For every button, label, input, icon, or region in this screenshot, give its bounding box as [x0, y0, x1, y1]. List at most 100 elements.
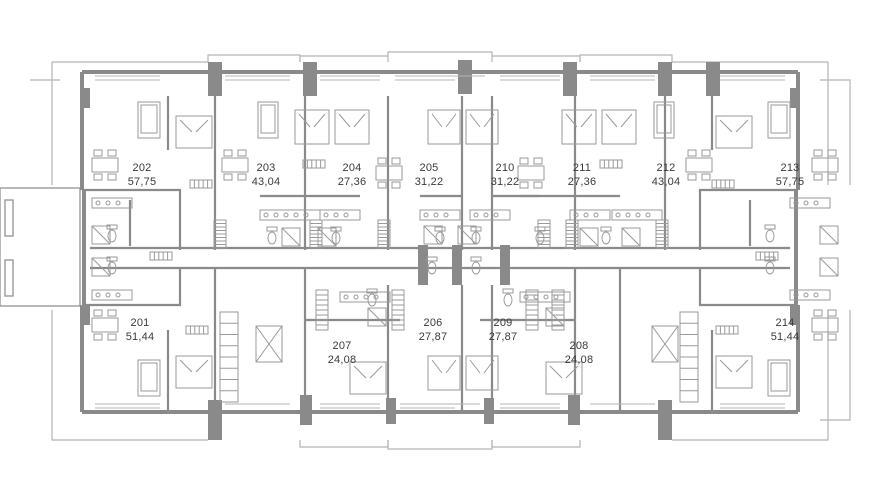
- burner: [533, 294, 539, 300]
- burner: [793, 200, 799, 206]
- chair: [701, 149, 711, 157]
- burner: [323, 212, 329, 218]
- chair: [223, 149, 233, 157]
- left-annex: [0, 187, 81, 307]
- chair: [519, 157, 529, 165]
- dining-table-icon: [685, 157, 713, 173]
- shower-tray: [819, 225, 839, 245]
- bed-icon: [715, 355, 753, 389]
- toilet-tank: [434, 226, 446, 232]
- sofa-icon: [653, 101, 675, 139]
- burner: [473, 212, 479, 218]
- apartment-number: 213: [780, 162, 800, 174]
- apartment-label-206: 206 27,87: [403, 316, 463, 344]
- radiator-icon: [189, 179, 213, 189]
- toilet-icon: [427, 261, 437, 275]
- burner: [573, 212, 579, 218]
- toilet-icon: [765, 229, 775, 243]
- sofa-cushion: [770, 362, 788, 392]
- apartment-label-213: 213 57,75: [760, 161, 820, 189]
- apartment-number: 206: [423, 317, 443, 329]
- apartment-area: 57,75: [127, 176, 157, 188]
- burner: [95, 200, 101, 206]
- apartment-label-214: 214 51,44: [755, 316, 815, 344]
- toilet-tank: [366, 288, 378, 294]
- apartment-number: 214: [775, 317, 795, 329]
- burner: [625, 212, 631, 218]
- apartment-label-201: 201 51,44: [110, 316, 170, 344]
- shower-icon: [91, 257, 111, 277]
- dining-table-icon: [517, 165, 545, 181]
- chair: [827, 333, 837, 341]
- burner: [423, 212, 429, 218]
- dining-table-icon: [375, 165, 403, 181]
- toilet-icon: [601, 231, 611, 245]
- shower-icon: [819, 225, 839, 245]
- chair: [533, 181, 543, 189]
- toilet-tank: [106, 256, 118, 262]
- chair: [93, 333, 103, 341]
- apartment-area: 43,04: [651, 176, 681, 188]
- radiator-icon: [755, 251, 779, 261]
- burner: [343, 212, 349, 218]
- radiator-icon: [711, 179, 735, 189]
- toilet-icon: [765, 261, 775, 275]
- elevator-cross: [651, 325, 679, 363]
- fixtures-layer: [91, 101, 839, 403]
- chair: [813, 173, 823, 181]
- terrace-outlines: [30, 51, 851, 450]
- burner: [293, 212, 299, 218]
- chair: [687, 173, 697, 181]
- apartment-number: 201: [130, 317, 150, 329]
- apartment-area: 51,44: [770, 331, 800, 343]
- burner: [543, 294, 549, 300]
- bed-icon: [349, 361, 387, 395]
- sofa-icon: [257, 101, 279, 139]
- shower-icon: [423, 225, 443, 245]
- apartment-label-208: 208 24,08: [549, 339, 609, 367]
- toilet-icon: [503, 293, 513, 307]
- shower-tray: [579, 227, 599, 247]
- apartment-area: 27,36: [567, 176, 597, 188]
- apartment-number: 210: [495, 162, 515, 174]
- chair: [377, 157, 387, 165]
- apartment-area: 57,75: [775, 176, 805, 188]
- apartment-number: 204: [342, 162, 362, 174]
- bed-icon: [715, 115, 753, 149]
- shower-icon: [819, 257, 839, 277]
- burner: [635, 212, 641, 218]
- radiator-icon: [599, 159, 623, 169]
- chair: [107, 149, 117, 157]
- bed-icon: [545, 361, 583, 395]
- apartment-number: 207: [332, 340, 352, 352]
- dining-table-icon: [221, 157, 249, 173]
- burner: [813, 200, 819, 206]
- radiator-icon: [185, 325, 209, 335]
- apartment-number: 203: [256, 162, 276, 174]
- apartment-number: 208: [569, 340, 589, 352]
- chair: [533, 157, 543, 165]
- radiator-icon: [715, 325, 739, 335]
- apartment-label-204: 204 27,36: [322, 161, 382, 189]
- kitchen-counter-icon: [419, 209, 461, 221]
- dining-table-icon: [91, 157, 119, 173]
- dining-table-icon: [91, 317, 119, 333]
- toilet-tank: [600, 226, 612, 232]
- kitchen-counter-icon: [569, 209, 611, 221]
- sofa-cushion: [260, 104, 276, 134]
- toilet-icon: [471, 261, 481, 275]
- toilet-icon: [367, 293, 377, 307]
- apartment-area: 31,22: [490, 176, 520, 188]
- chair: [107, 309, 117, 317]
- burner: [333, 212, 339, 218]
- chair: [93, 309, 103, 317]
- chair: [813, 333, 823, 341]
- bed-icon: [465, 109, 499, 145]
- sofa-cushion: [140, 104, 158, 134]
- chair: [813, 149, 823, 157]
- chair: [237, 173, 247, 181]
- burner: [115, 292, 121, 298]
- apartment-area: 43,04: [251, 176, 281, 188]
- apartment-area: 31,22: [414, 176, 444, 188]
- apartment-label-212: 212 43,04: [636, 161, 696, 189]
